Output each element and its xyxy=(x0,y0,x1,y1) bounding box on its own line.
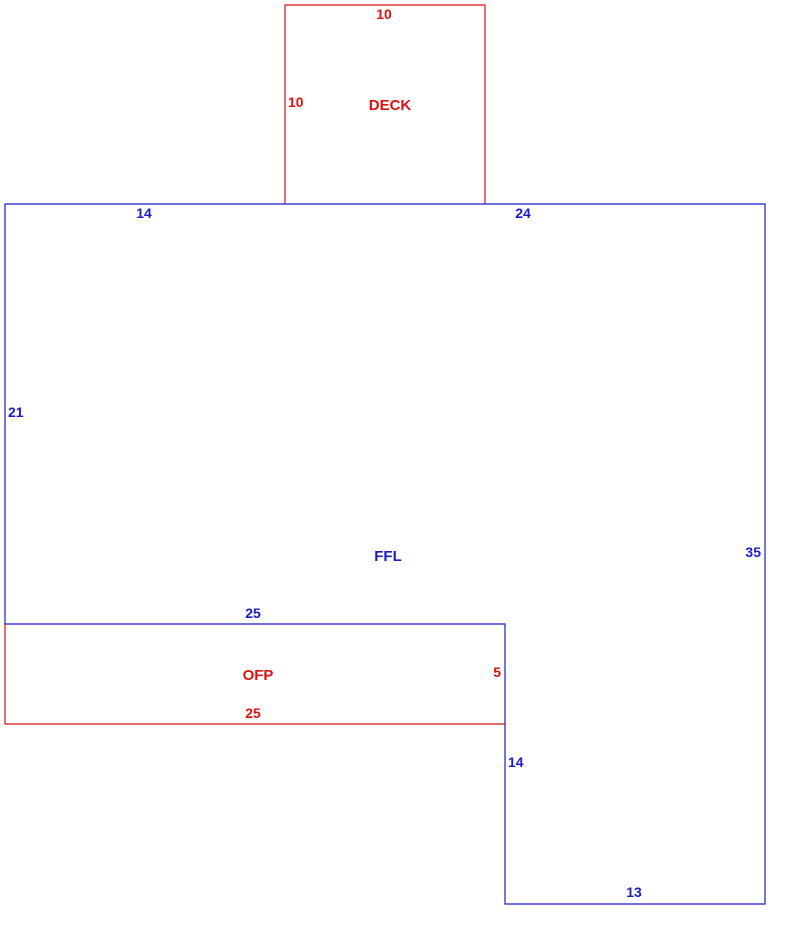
ffl-bottom-dimension: 13 xyxy=(626,884,642,900)
ffl-right-dimension: 35 xyxy=(745,544,761,560)
deck-left-dimension: 10 xyxy=(288,94,304,110)
deck-top-dimension: 10 xyxy=(376,6,392,22)
ofp-right-dimension: 5 xyxy=(493,664,501,680)
ofp-area: 25 5 OFP xyxy=(4,624,505,725)
ofp-outline xyxy=(4,624,505,725)
ffl-left-dimension: 21 xyxy=(8,404,24,420)
deck-area-label: DECK xyxy=(369,97,412,114)
ffl-top-right-dimension: 24 xyxy=(515,205,531,221)
ofp-area-label: OFP xyxy=(243,667,274,684)
ofp-bottom-dimension: 25 xyxy=(245,705,261,721)
deck-area: 10 10 DECK xyxy=(284,4,486,204)
deck-outline xyxy=(284,4,486,204)
ffl-top-left-dimension: 14 xyxy=(136,205,152,221)
ffl-inner-bottom-dimension: 25 xyxy=(245,605,261,621)
ffl-area-label: FFL xyxy=(374,548,402,565)
ffl-inner-right-dimension: 14 xyxy=(508,754,524,770)
ffl-area: 14 24 21 35 25 14 13 FFL xyxy=(4,203,766,905)
